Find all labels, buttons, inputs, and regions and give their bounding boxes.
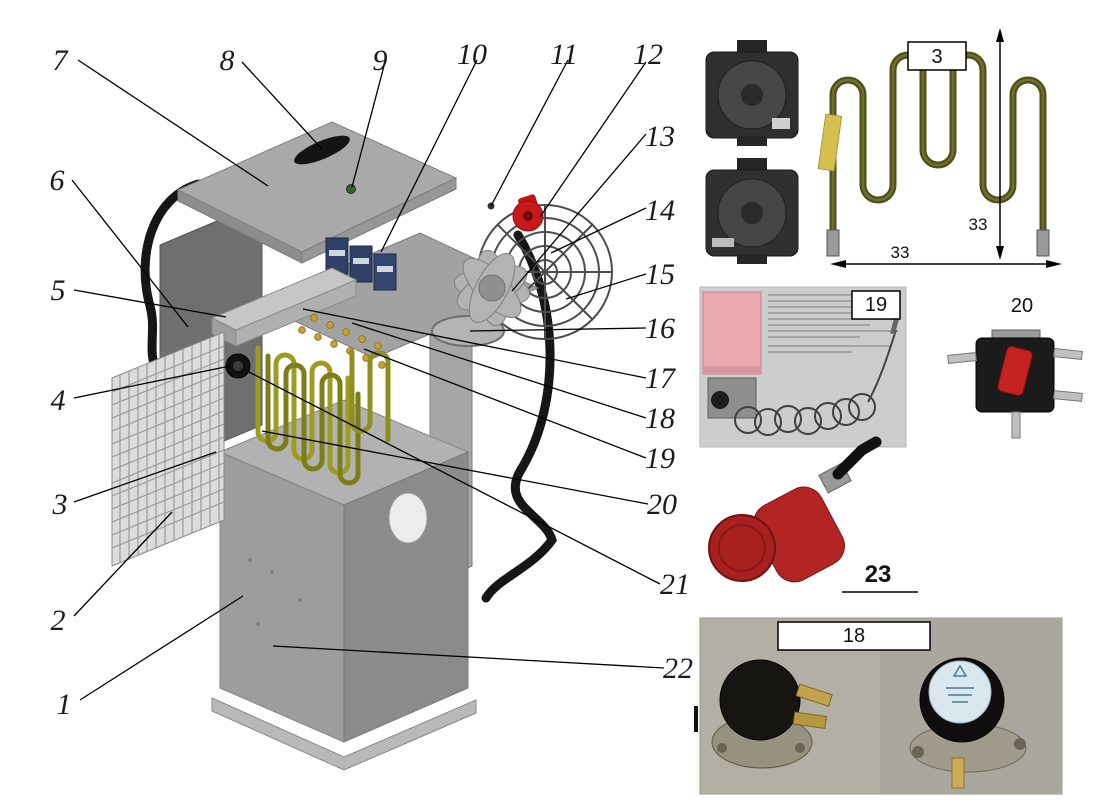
rotary-switch-label: 20	[1011, 295, 1033, 317]
thermostat-capillary-label: 19	[865, 294, 887, 316]
callout-4: 4	[51, 384, 66, 417]
cabinet-hole	[388, 492, 428, 544]
photo-safety-thermostats: 18	[694, 617, 1063, 795]
element-terminal-right	[1036, 229, 1050, 257]
callout-22: 22	[663, 652, 693, 685]
element-terminal-left	[826, 229, 840, 257]
heating-coils	[255, 345, 391, 486]
callout-19: 19	[645, 442, 675, 475]
callout-8: 8	[220, 44, 235, 77]
thermostat-blue-cap	[928, 660, 992, 724]
callout-13: 13	[645, 120, 675, 153]
callout-20: 20	[647, 488, 677, 521]
safety-thermostats-label: 18	[843, 625, 865, 647]
exploded-view: 1 2 3 4 5 6 7 8 9 10 11 12 13 14 15 16 1…	[50, 38, 694, 771]
fan-motor-upper	[705, 40, 799, 146]
callout-1: 1	[57, 688, 72, 721]
callout-16: 16	[645, 312, 675, 345]
grommet	[225, 353, 251, 379]
callout-9: 9	[373, 44, 388, 77]
callout-14: 14	[645, 194, 675, 227]
callout-2: 2	[51, 604, 66, 637]
heating-element-tube	[829, 51, 1047, 242]
fan-motor-lower	[705, 158, 799, 264]
fan-hub-red	[512, 194, 544, 232]
label-box-18	[777, 621, 931, 651]
element-sticker	[817, 113, 843, 172]
callout-3: 3	[52, 488, 68, 521]
dimension-vertical: 33	[969, 28, 1004, 260]
callout-12: 12	[633, 38, 663, 71]
callout-labels: 1 2 3 4 5 6 7 8 9 10 11 12 13 14 15 16 1…	[50, 38, 694, 721]
leader-lines	[71, 59, 665, 701]
callout-6: 6	[50, 164, 65, 197]
cabinet	[218, 399, 470, 743]
callout-11: 11	[550, 38, 578, 71]
photo-heating-element: 3 33 33	[817, 28, 1062, 268]
power-plug-label: 23	[865, 561, 892, 588]
callout-17: 17	[645, 362, 677, 395]
capillary-coil	[734, 329, 897, 436]
switch-red-rocker	[997, 346, 1033, 396]
thermostat-left	[711, 659, 833, 769]
dimension-horizontal: 33	[830, 243, 1062, 268]
photo-rotary-switch: 20	[947, 295, 1083, 439]
lid-screw	[346, 184, 356, 194]
frame-tube-right	[481, 230, 557, 603]
top-lid	[176, 121, 458, 264]
callout-10: 10	[457, 38, 487, 71]
frame-tube-left	[140, 179, 203, 379]
label-box-3	[907, 41, 967, 71]
callout-7: 7	[53, 44, 70, 77]
callout-18: 18	[645, 402, 675, 435]
photo-fan-motors	[705, 40, 799, 264]
label-box-19	[851, 290, 901, 320]
switch-terminals	[947, 348, 1083, 439]
height-dim-label: 33	[969, 215, 988, 234]
heating-element-label: 3	[931, 46, 942, 68]
callout-15: 15	[645, 258, 675, 291]
front-grille	[111, 331, 225, 567]
plug-cable	[832, 436, 882, 480]
contactors	[325, 237, 397, 291]
stray-mark	[694, 706, 698, 732]
base-plate	[211, 697, 477, 771]
pink-component	[702, 291, 762, 375]
capillary-bulb	[889, 317, 899, 335]
photo-power-plug: 23	[708, 436, 918, 593]
callout-5: 5	[51, 274, 66, 307]
width-dim-label: 33	[891, 243, 910, 262]
lid-handle	[294, 135, 350, 165]
callout-21: 21	[660, 568, 690, 601]
fan-impeller	[453, 249, 531, 327]
photo-thermostat-capillary: 19	[699, 286, 907, 448]
thermostat-right	[909, 657, 1027, 789]
